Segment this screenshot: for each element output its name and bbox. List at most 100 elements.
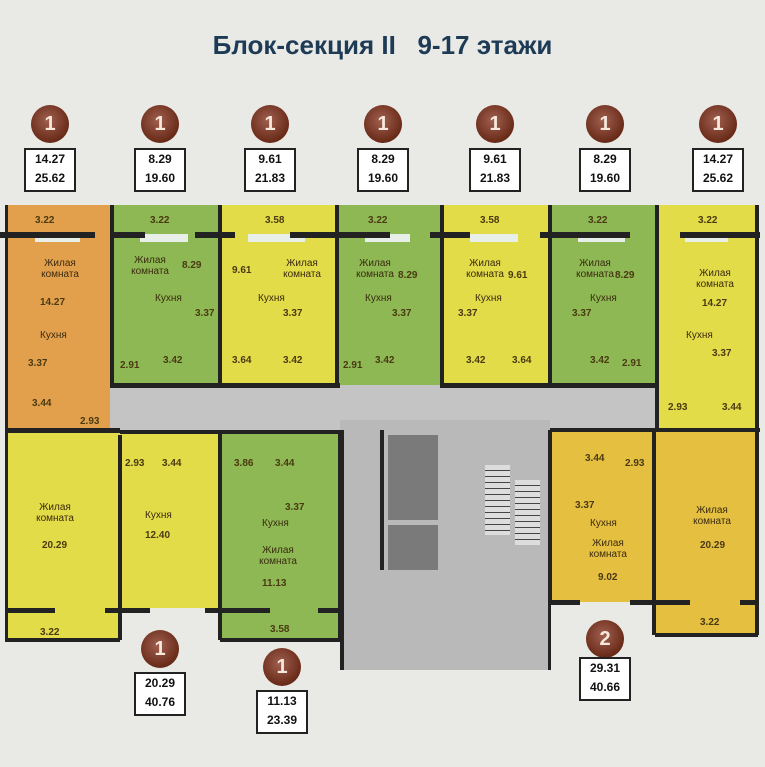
room-label-kitchen: Кухня [475,293,502,304]
area-balcony: 3.22 [588,215,608,226]
area-living: 14.27 [40,297,66,308]
wall [630,600,690,605]
area-hall: 2.91 [120,360,140,371]
wall [440,383,655,388]
apartment-area-box: 8.29 19.60 [357,148,409,192]
area-bath: 3.44 [722,402,742,413]
apartment-area-box: 8.29 19.60 [579,148,631,192]
wall [652,430,656,635]
living-area: 9.61 [258,152,282,166]
area-hall: 2.93 [125,458,145,469]
total-area: 19.60 [589,171,621,185]
room-label-living: Жилая комната [41,258,79,280]
room-label-kitchen: Кухня [262,518,289,529]
area-balcony: 3.22 [35,215,55,226]
area-kitchen: 3.37 [285,502,305,513]
total-area: 19.60 [367,171,399,185]
room-label-living: Жилая комната [283,258,321,280]
wall [290,232,390,238]
area-balcony: 3.58 [265,215,285,226]
apartment-10-kitchen [550,430,655,602]
area-bath: 3.42 [590,355,610,366]
apartment-1 [5,205,110,430]
area-balcony: 3.22 [40,627,60,638]
room-label-living: Жилая комната [589,538,627,560]
wall [548,430,551,670]
room-count-badge: 1 [251,105,289,143]
wall [550,600,580,605]
window [685,234,728,242]
area-balcony: 3.22 [368,215,388,226]
room-count-badge: 1 [364,105,402,143]
room-label-kitchen: Кухня [155,293,182,304]
area-living: 9.61 [232,265,252,276]
area-hall: 2.93 [80,416,100,427]
total-area: 40.66 [589,680,621,694]
page-title: Блок-секция II 9-17 этажи [212,30,553,60]
area-bath: 3.42 [283,355,303,366]
wall [120,430,340,434]
wall [740,600,758,605]
wall [220,638,340,642]
area-living: 11.13 [262,578,287,589]
area-kitchen: 3.37 [575,500,595,511]
wall [380,430,384,570]
room-label-living: Жилая комната [576,258,614,280]
living-area: 14.27 [702,152,734,166]
area-hall: 2.91 [343,360,363,371]
wall [340,430,344,670]
wall [5,428,120,433]
total-area: 21.83 [254,171,286,185]
area-bath: 3.44 [275,458,295,469]
window [140,234,188,242]
room-label-living: Жилая комната [259,545,297,567]
wall [218,205,222,385]
wall [110,383,340,388]
wall [0,232,95,238]
room-label-living: Жилая комната [131,255,169,277]
area-living: 8.29 [398,270,418,281]
living-area: 29.31 [589,661,621,675]
stairs [515,480,540,545]
window [248,234,305,242]
wall [430,232,470,238]
room-count-badge: 1 [263,648,301,686]
room-label-living: Жилая комната [696,268,734,290]
living-area: 14.27 [34,152,66,166]
wall [218,430,222,640]
apartment-9 [220,430,340,640]
apartment-8-living [5,430,120,640]
area-hall: 3.64 [512,355,532,366]
wall [105,608,150,613]
area-balcony: 3.22 [700,617,720,628]
wall [5,608,55,613]
area-living: 8.29 [182,260,202,271]
wall [118,435,122,640]
elevator-shaft [388,525,438,570]
room-label-kitchen: Кухня [40,330,67,341]
wall [655,205,659,430]
room-count-badge: 1 [699,105,737,143]
total-area: 25.62 [702,171,734,185]
area-kitchen: 3.37 [572,308,592,319]
room-count-badge: 2 [586,620,624,658]
window [365,234,410,242]
living-area: 8.29 [371,152,395,166]
wall [548,205,552,385]
room-count-badge: 1 [586,105,624,143]
area-living: 9.61 [508,270,528,281]
area-hall: 2.93 [625,458,645,469]
area-hall: 2.91 [622,358,642,369]
area-hall: 2.93 [668,402,688,413]
living-area: 8.29 [593,152,617,166]
total-area: 25.62 [34,171,66,185]
apartment-8-kitchen [120,430,220,608]
room-label-living: Жилая комната [466,258,504,280]
window [35,234,80,242]
wall [5,638,120,642]
living-area: 8.29 [148,152,172,166]
area-hall: 3.86 [234,458,254,469]
area-hall: 3.64 [232,355,252,366]
